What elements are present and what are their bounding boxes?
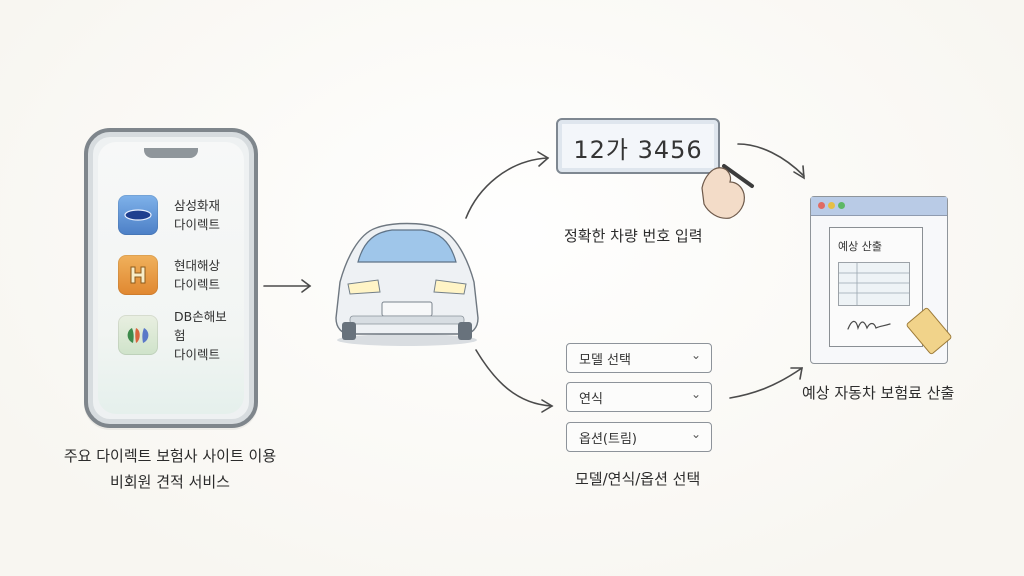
samsung-ellipse-icon xyxy=(118,195,158,235)
app-label-samsung: 삼성화재 다이렉트 xyxy=(174,196,220,234)
app-row-hyundai[interactable]: 현대해상 다이렉트 xyxy=(118,252,236,298)
app-subname-samsung: 다이렉트 xyxy=(174,217,221,232)
license-plate[interactable]: 12가 3456 xyxy=(556,118,720,174)
app-subname-hyundai: 다이렉트 xyxy=(174,277,221,292)
hand-pen-icon xyxy=(701,164,754,219)
minimize-dot-icon xyxy=(828,202,835,209)
arrow-car-to-dropdowns-icon xyxy=(475,349,554,413)
app-label-db: DB손해보험 다이렉트 xyxy=(174,307,236,364)
close-dot-icon xyxy=(818,202,825,209)
hyundai-h-icon xyxy=(118,255,158,295)
arrow-plate-to-result-icon xyxy=(737,143,805,180)
trim-select[interactable]: 옵션(트림) ⌄ xyxy=(566,422,712,452)
db-logo-icon xyxy=(118,315,158,355)
result-caption: 예상 자동차 보험료 산출 xyxy=(802,384,955,402)
phone-caption: 주요 다이렉트 보험사 사이트 이용 비회원 견적 서비스 xyxy=(40,443,300,495)
app-row-samsung[interactable]: 삼성화재 다이렉트 xyxy=(118,192,236,238)
phone-caption-line1: 주요 다이렉트 보험사 사이트 이용 xyxy=(63,447,277,465)
phone-notch xyxy=(144,148,198,158)
maximize-dot-icon xyxy=(838,202,845,209)
model-select[interactable]: 모델 선택 ⌄ xyxy=(566,343,712,373)
arrow-phone-to-car-icon xyxy=(263,279,312,293)
app-name-db: DB손해보험 xyxy=(174,308,227,343)
dropdown-caption: 모델/연식/옵션 선택 xyxy=(575,470,701,488)
browser-title-bar xyxy=(811,197,947,216)
app-row-db[interactable]: DB손해보험 다이렉트 xyxy=(118,309,236,362)
estimate-document: 예상 산출 xyxy=(829,227,923,347)
app-name-samsung: 삼성화재 xyxy=(174,198,221,213)
year-select[interactable]: 연식 ⌄ xyxy=(566,382,712,412)
signature-icon xyxy=(847,320,891,331)
trim-select-label: 옵션(트림) xyxy=(579,432,637,447)
chevron-down-icon: ⌄ xyxy=(690,348,701,362)
browser-window: 예상 산출 xyxy=(810,196,953,364)
smartphone: 삼성화재 다이렉트 현대해상 다이렉트 xyxy=(84,128,258,428)
arrow-dropdowns-to-result-icon xyxy=(729,367,803,399)
phone-screen: 삼성화재 다이렉트 현대해상 다이렉트 xyxy=(98,142,244,414)
plate-caption: 정확한 차량 번호 입력 xyxy=(564,227,703,245)
estimate-table-icon xyxy=(838,262,910,306)
license-plate-number: 12가 3456 xyxy=(573,136,703,164)
arrow-car-to-plate-icon xyxy=(465,151,550,219)
model-select-label: 모델 선택 xyxy=(579,353,631,368)
app-subname-db: 다이렉트 xyxy=(174,346,221,362)
estimate-document-title: 예상 산출 xyxy=(838,240,882,253)
car-icon xyxy=(335,222,479,346)
phone-caption-line2: 비회원 견적 서비스 xyxy=(110,473,230,491)
chevron-down-icon: ⌄ xyxy=(690,427,701,441)
year-select-label: 연식 xyxy=(579,392,603,407)
app-label-hyundai: 현대해상 다이렉트 xyxy=(174,256,220,294)
app-name-hyundai: 현대해상 xyxy=(174,258,221,273)
chevron-down-icon: ⌄ xyxy=(690,387,701,401)
